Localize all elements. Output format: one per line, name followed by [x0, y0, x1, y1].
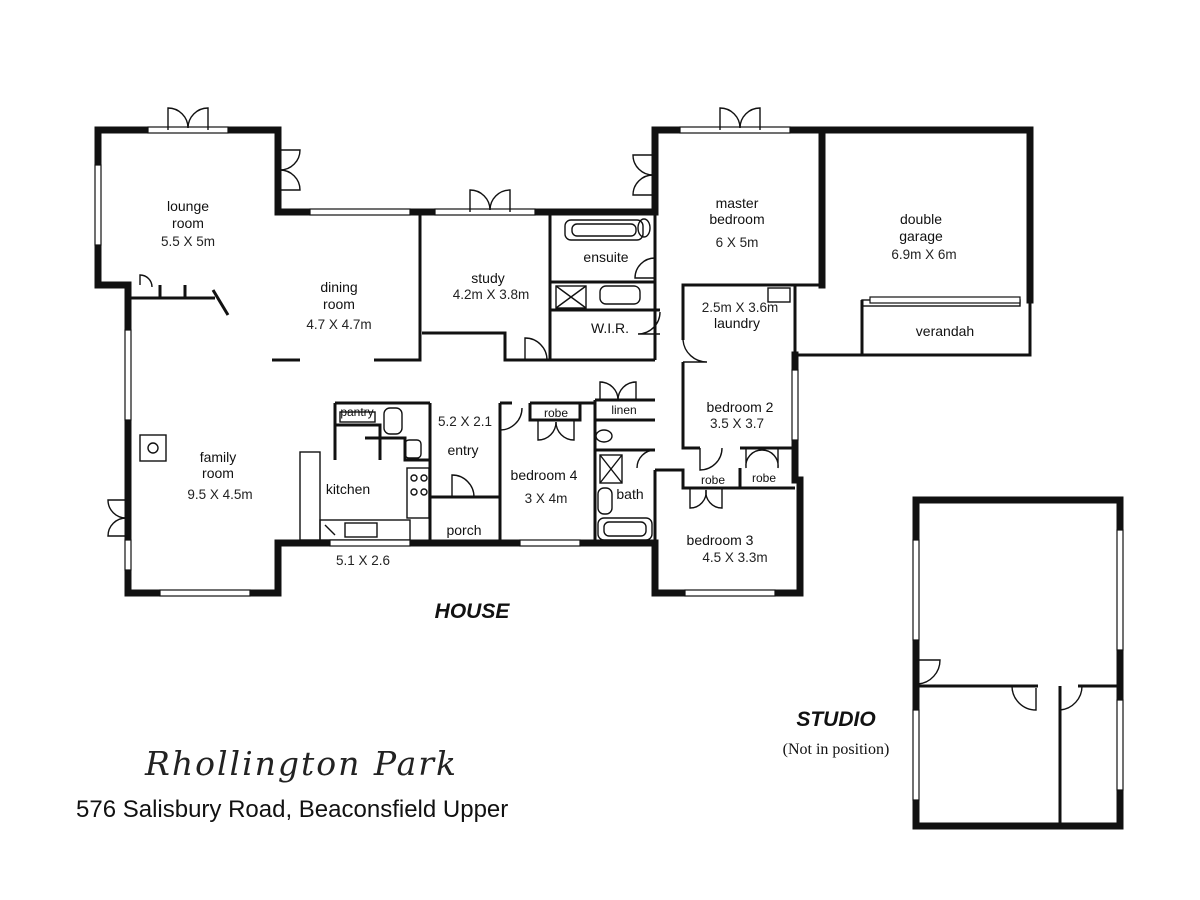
- room-labels: lounge room 5.5 X 5m dining room 4.7 X 4…: [161, 195, 974, 568]
- studio-heading: STUDIO: [796, 708, 875, 731]
- kitchen-label: kitchen: [326, 481, 370, 497]
- laundry-label: laundry: [714, 315, 760, 331]
- robe-bedroom3-label-a: robe: [701, 473, 725, 487]
- ensuite-label: ensuite: [583, 249, 628, 265]
- robe-bedroom4-label: robe: [544, 406, 568, 420]
- bedroom3-label: bedroom 3: [687, 532, 754, 548]
- master-bedroom-label: master: [716, 195, 759, 211]
- entry-dim: 5.2 X 2.1: [438, 414, 492, 429]
- bedroom3-dim: 4.5 X 3.3m: [702, 550, 767, 565]
- property-address: 576 Salisbury Road, Beaconsfield Upper: [76, 796, 508, 823]
- studio-note: (Not in position): [783, 741, 890, 758]
- master-bedroom-dim: 6 X 5m: [716, 235, 759, 250]
- study-dim: 4.2m X 3.8m: [453, 287, 530, 302]
- bedroom2-label: bedroom 2: [707, 399, 774, 415]
- kitchen-dim: 5.1 X 2.6: [336, 553, 390, 568]
- family-room-dim: 9.5 X 4.5m: [187, 487, 252, 502]
- bedroom4-label: bedroom 4: [511, 467, 578, 483]
- laundry-dim: 2.5m X 3.6m: [702, 300, 779, 315]
- lounge-room-dim: 5.5 X 5m: [161, 234, 215, 249]
- porch-label: porch: [446, 522, 481, 538]
- linen-label: linen: [611, 403, 636, 417]
- dining-room-label-2: room: [323, 296, 355, 312]
- garage-label: double: [900, 211, 942, 227]
- dining-room-dim: 4.7 X 4.7m: [306, 317, 371, 332]
- studio-plan: [912, 496, 1124, 830]
- interior-walls: [128, 212, 797, 543]
- family-room-label: family: [200, 449, 237, 465]
- dining-room-label: dining: [320, 279, 357, 295]
- pantry-label: pantry: [340, 405, 373, 419]
- wir-label: W.I.R.: [591, 320, 629, 336]
- verandah-label: verandah: [916, 323, 974, 339]
- bedroom4-dim: 3 X 4m: [525, 491, 568, 506]
- house-heading: HOUSE: [435, 600, 511, 623]
- windows: [94, 126, 1021, 597]
- bath-label: bath: [616, 486, 643, 502]
- study-label: study: [471, 270, 504, 286]
- garage-dim: 6.9m X 6m: [891, 247, 956, 262]
- robe-bedroom3-label-b: robe: [752, 471, 776, 485]
- entry-label: entry: [447, 442, 478, 458]
- lounge-room-label-2: room: [172, 215, 204, 231]
- master-bedroom-label-2: bedroom: [709, 211, 764, 227]
- property-name: Rhollington Park: [144, 744, 458, 783]
- doors: [107, 107, 779, 537]
- garage-label-2: garage: [899, 228, 943, 244]
- family-room-label-2: room: [202, 465, 234, 481]
- fixtures: [139, 218, 1021, 541]
- bedroom2-dim: 3.5 X 3.7: [710, 416, 764, 431]
- lounge-room-label: lounge: [167, 198, 209, 214]
